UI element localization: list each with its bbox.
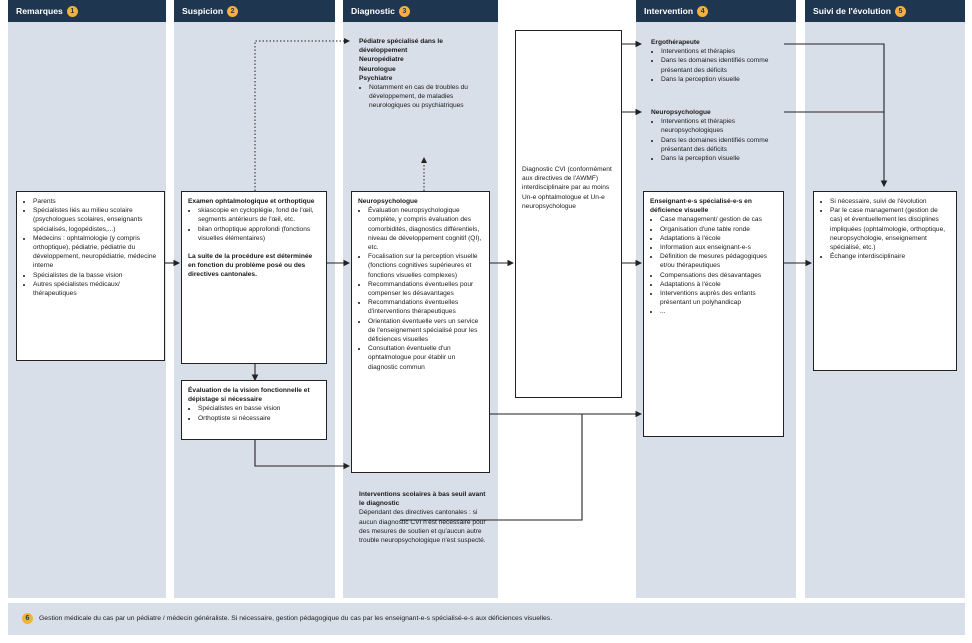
cvi-box: Diagnostic CVI (conformément aux directi… xyxy=(515,30,622,398)
enseignant-box: Enseignant-e-s spécialisé-e-s en déficie… xyxy=(643,191,784,437)
list-item: Échange interdisciplinaire xyxy=(830,252,950,261)
list-item: Spécialistes en basse vision xyxy=(198,404,320,413)
enseignant-title: Enseignant-e-s spécialisé-e-s en déficie… xyxy=(650,198,752,215)
neuro-box: Neuropsychologue Évaluation neuropsychol… xyxy=(351,191,490,473)
list-item: skiascopie en cycloplégie, fond de l'œil… xyxy=(198,206,320,224)
scolaires-title: Interventions scolaires à bas seuil avan… xyxy=(359,491,486,508)
list-item: Consultation éventuelle d'un ophtalmolog… xyxy=(368,344,483,372)
examen-note: La suite de la procédure est déterminée … xyxy=(188,253,313,279)
list-item: Dans la perception visuelle xyxy=(661,75,783,84)
evaluation-box: Évaluation de la vision fonctionnelle et… xyxy=(181,380,327,440)
list-item: Spécialistes liés au milieu scolaire (ps… xyxy=(33,206,158,234)
scolaires-block: Interventions scolaires à bas seuil avan… xyxy=(359,490,492,545)
footer-text: Gestion médicale du cas par un pédiatre … xyxy=(39,615,553,622)
list-item: Si nécessaire, suivi de l'évolution xyxy=(830,197,950,206)
list-item: Dans la perception visuelle xyxy=(661,154,783,163)
list-item: Focalisation sur la perception visuelle … xyxy=(368,252,483,280)
list-item: Évaluation neuropsychologique complète, … xyxy=(368,206,483,252)
list-item: Organisation d'une table ronde xyxy=(660,225,777,234)
list-item: Recommandations éventuelles pour compens… xyxy=(368,280,483,298)
list-item: Orthoptiste si nécessaire xyxy=(198,414,320,423)
list-item: Compensations des désavantages xyxy=(660,271,777,280)
suivi-box: Si nécessaire, suivi de l'évolution Par … xyxy=(813,191,957,371)
list-item: Spécialistes de la basse vision xyxy=(33,271,158,280)
remarques-box: Parents Spécialistes liés au milieu scol… xyxy=(16,191,165,361)
ergo-block: Ergothérapeute Interventions et thérapie… xyxy=(651,38,783,84)
cvi-text: Diagnostic CVI (conformément aux directi… xyxy=(522,166,612,210)
list-item: Notamment en cas de troubles du développ… xyxy=(369,83,491,111)
list-item: Interventions et thérapies neuropsycholo… xyxy=(661,117,783,135)
list-item: Orientation éventuelle vers un service d… xyxy=(368,317,483,345)
neuro2-title: Neuropsychologue xyxy=(651,109,711,116)
neuro-title: Neuropsychologue xyxy=(358,198,418,205)
specialist-line: Psychiatre xyxy=(359,74,393,82)
scolaires-text: Dépendant des directives cantonales : si… xyxy=(359,509,486,545)
list-item: Interventions et thérapies xyxy=(661,47,783,56)
list-item: Dans les domaines identifiés comme prése… xyxy=(661,56,783,74)
examen-box: Examen ophtalmologique et orthoptique sk… xyxy=(181,191,327,364)
list-item: Interventions auprès des enfants présent… xyxy=(660,289,777,307)
neuro2-block: Neuropsychologue Interventions et thérap… xyxy=(651,108,783,163)
list-item: Parents xyxy=(33,197,158,206)
list-item: Médecins : ophtalmologie (y compris orth… xyxy=(33,234,158,271)
list-item: Définition de mesures pédagogiques et/ou… xyxy=(660,252,777,270)
evaluation-title: Évaluation de la vision fonctionnelle et… xyxy=(188,387,310,404)
specialist-line: Neuropédiatre xyxy=(359,56,404,64)
specialists-block: Pédiatre spécialisé dans le développemen… xyxy=(359,37,491,111)
list-item: Par le case management (gestion de cas) … xyxy=(830,206,950,252)
footer-note: 6 Gestion médicale du cas par un pédiatre… xyxy=(8,603,965,635)
specialist-line: Neurologue xyxy=(359,65,396,73)
ergo-title: Ergothérapeute xyxy=(651,39,700,46)
examen-title: Examen ophtalmologique et orthoptique xyxy=(188,198,315,205)
list-item: Recommandations éventuelles d'interventi… xyxy=(368,298,483,316)
list-item: Autres spécialistes médicaux/ thérapeuti… xyxy=(33,280,158,298)
footer-number-badge: 6 xyxy=(22,612,33,624)
list-item: Adaptations à l'école xyxy=(660,234,777,243)
list-item: ... xyxy=(660,307,777,316)
list-item: Case management/ gestion de cas xyxy=(660,215,777,224)
list-item: Adaptations à l'école xyxy=(660,280,777,289)
list-item: Information aux enseignant-e-s xyxy=(660,243,777,252)
list-item: Dans les domaines identifiés comme prése… xyxy=(661,136,783,154)
list-item: bilan orthoptique approfondi (fonctions … xyxy=(198,225,320,243)
specialist-line: Pédiatre spécialisé dans le développemen… xyxy=(359,38,443,55)
